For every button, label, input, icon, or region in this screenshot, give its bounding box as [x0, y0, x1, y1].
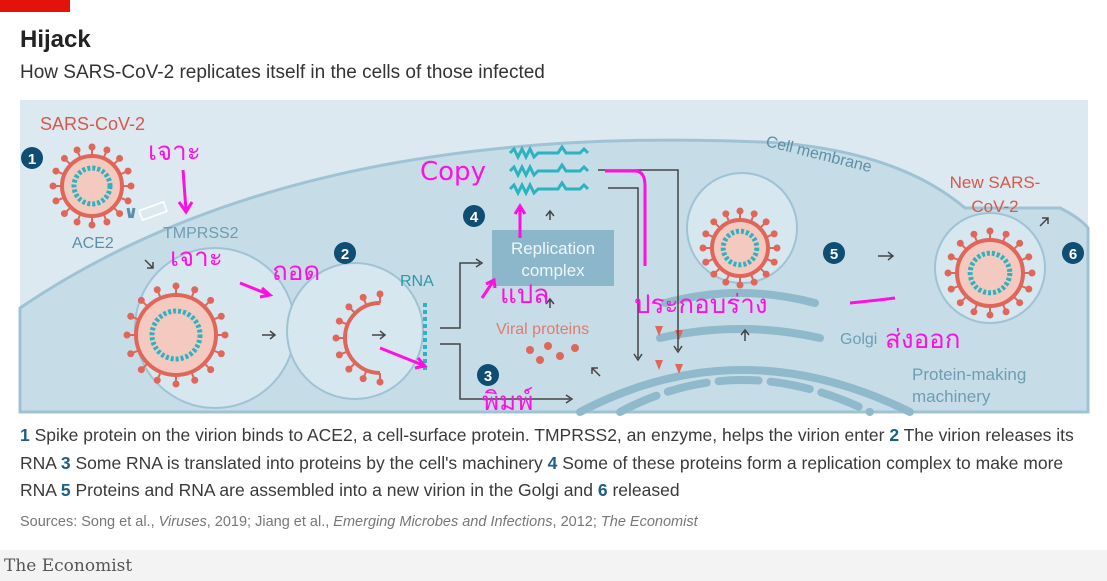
caption-text: Spike protein on the virion binds to ACE… — [29, 425, 890, 445]
new-virus-label: CoV-2 — [971, 197, 1018, 216]
protein-machinery-label: machinery — [912, 387, 991, 406]
replication-diagram: Replication complex SARS-CoV-2 ACE2 TMPR… — [18, 100, 1090, 417]
caption-step-5: 5 — [60, 480, 71, 500]
new-virus-label: New SARS- — [950, 173, 1041, 192]
replication-complex-label: Replication — [511, 239, 595, 258]
endocytosed-virion — [123, 282, 229, 388]
golgi-label: Golgi — [840, 331, 877, 348]
annotation-assemble: ประกอบร่าง — [634, 290, 768, 320]
assembling-virion — [699, 207, 781, 289]
caption-text: Proteins and RNA are assembled into a ne… — [70, 480, 598, 500]
uncoating-virion — [332, 290, 417, 386]
source-publisher: The Economist — [600, 514, 698, 530]
caption-step-1: 1 — [20, 425, 30, 445]
caption-text: released — [607, 480, 680, 500]
source-journal: Emerging Microbes and Infections — [333, 514, 553, 530]
caption-step-4: 4 — [547, 452, 558, 473]
economist-brand: The Economist — [4, 556, 133, 576]
step-4-badge: 4 — [470, 209, 479, 226]
step-2-badge: 2 — [341, 246, 349, 263]
footer-bar: The Economist — [0, 550, 1107, 581]
caption-text: The virion releases its RNA — [20, 425, 1074, 473]
step-6-badge: 6 — [1069, 246, 1077, 263]
annotation-copy: Copy — [420, 157, 486, 187]
ace2-receptor — [126, 200, 168, 222]
caption-step-3: 3 — [60, 452, 71, 473]
chart-title: Hijack — [20, 26, 91, 53]
caption-text: Some RNA is translated into proteins by … — [70, 452, 548, 473]
ace2-label: ACE2 — [72, 235, 114, 252]
chart-subtitle: How SARS-CoV-2 replicates itself in the … — [20, 62, 545, 83]
sars-cov-2-virion — [49, 143, 135, 229]
source-journal: Viruses — [158, 514, 207, 530]
step-3-badge: 3 — [484, 368, 492, 385]
caption-text: Some of these proteins form a replicatio… — [20, 452, 1064, 501]
viral-proteins-label: Viral proteins — [496, 321, 589, 338]
tmprss2-label: TMPRSS2 — [163, 225, 239, 242]
new-sars-cov-2-virion — [944, 227, 1036, 319]
annotation-pierce: เจาะ — [148, 137, 201, 167]
replication-complex — [492, 230, 614, 286]
virus-label: SARS-CoV-2 — [40, 114, 145, 134]
annotation-pierce: เจาะ — [170, 243, 223, 273]
caption-step-6: 6 — [597, 480, 608, 500]
viral-protein-dots — [526, 326, 683, 374]
replication-complex-label: complex — [521, 261, 585, 280]
step-5-badge: 5 — [830, 246, 838, 263]
figure-caption: 1 Spike protein on the virion binds to A… — [20, 422, 1100, 505]
annotation-uncoat: ถอด — [272, 257, 320, 287]
caption-step-2: 2 — [889, 425, 900, 445]
protein-machinery-label: Protein-making — [912, 365, 1026, 384]
economist-red-bar — [0, 0, 70, 12]
flow-arrows — [144, 169, 1049, 404]
sources-note: Sources: Song et al., Viruses, 2019; Jia… — [20, 514, 698, 530]
sources-text: Sources: Song et al., — [20, 514, 159, 530]
sources-text: , 2019; Jiang et al., — [206, 514, 334, 530]
rna-label: RNA — [400, 273, 434, 290]
annotation-print: พิมพ์ — [482, 387, 533, 417]
annotation-translate: แปล — [500, 280, 549, 310]
handwritten-annotations: เจาะ เจาะ ถอด Copy แปล พิมพ์ ประกอบร่าง … — [148, 137, 961, 417]
step-1-badge: 1 — [28, 151, 36, 168]
tmprss2-enzyme — [138, 200, 168, 222]
annotation-export: ส่งออก — [885, 325, 961, 355]
rna-copies — [423, 144, 590, 373]
step-badges: 1 2 3 4 5 6 — [21, 147, 1084, 386]
sources-text: , 2012; — [552, 514, 601, 530]
